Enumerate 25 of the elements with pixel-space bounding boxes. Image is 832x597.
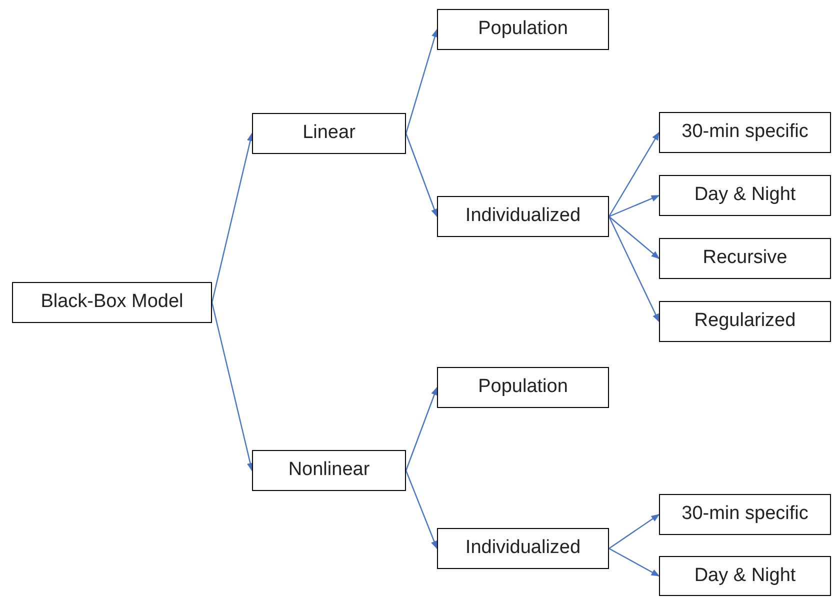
process-box: Individualized bbox=[437, 196, 609, 237]
arrow bbox=[211, 302, 254, 472]
arrow bbox=[608, 216, 660, 260]
process-box: Population bbox=[437, 367, 609, 408]
process-box: Linear bbox=[252, 113, 406, 154]
process-box: Population bbox=[437, 9, 609, 50]
process-box: Nonlinear bbox=[252, 450, 406, 491]
arrow bbox=[405, 28, 438, 134]
process-box: Individualized bbox=[437, 528, 609, 569]
process-box: Regularized bbox=[659, 301, 831, 342]
process-box: 30-min specific bbox=[659, 494, 831, 535]
arrow bbox=[405, 133, 438, 218]
arrow bbox=[608, 548, 660, 577]
arrow bbox=[405, 386, 438, 471]
arrow bbox=[211, 132, 254, 303]
process-box: Recursive bbox=[659, 238, 831, 279]
process-box: 30-min specific bbox=[659, 112, 831, 153]
arrow bbox=[608, 216, 660, 322]
arrow bbox=[608, 514, 660, 549]
process-box: Black-Box Model bbox=[12, 282, 212, 323]
arrow bbox=[405, 470, 438, 550]
process-box: Day & Night bbox=[659, 556, 831, 596]
process-box: Day & Night bbox=[659, 175, 831, 216]
arrow bbox=[608, 194, 660, 218]
arrow bbox=[608, 132, 660, 217]
